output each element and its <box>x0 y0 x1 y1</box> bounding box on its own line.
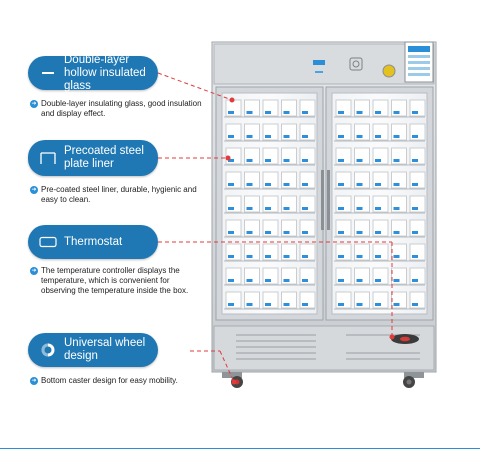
feature-description: ➜ Bottom caster design for easy mobility… <box>30 376 178 385</box>
feature-description: ➜ Pre-coated steel liner, durable, hygie… <box>30 185 197 204</box>
glass-panel-icon <box>38 69 58 77</box>
feature-pill-steel-liner: Precoated steel plate liner <box>28 140 158 176</box>
caster-right <box>403 372 424 388</box>
feature-title: Thermostat <box>64 235 123 248</box>
arrow-icon: ➜ <box>30 377 38 385</box>
footer-divider <box>0 448 480 449</box>
feature-title: Double-layer hollow insulated glass <box>64 53 146 92</box>
feature-pill-universal-wheel: Universal wheel design <box>28 333 158 367</box>
feature-description: ➜ Double-layer insulating glass, good in… <box>30 99 202 118</box>
caster-left <box>222 372 243 388</box>
thermostat-display-icon <box>38 236 58 248</box>
feature-description: ➜ The temperature controller displays th… <box>30 266 189 295</box>
steel-plate-icon <box>38 151 58 165</box>
feature-pill-thermostat: Thermostat <box>28 225 158 259</box>
feature-pill-insulated-glass: Double-layer hollow insulated glass <box>28 53 158 92</box>
arrow-icon: ➜ <box>30 186 38 194</box>
thermostat-display <box>313 60 325 65</box>
arrow-icon: ➜ <box>30 267 38 275</box>
feature-title: Universal wheel design <box>64 337 146 362</box>
wheel-icon <box>38 342 58 358</box>
feature-title: Precoated steel plate liner <box>64 145 144 170</box>
arrow-icon: ➜ <box>30 100 38 108</box>
